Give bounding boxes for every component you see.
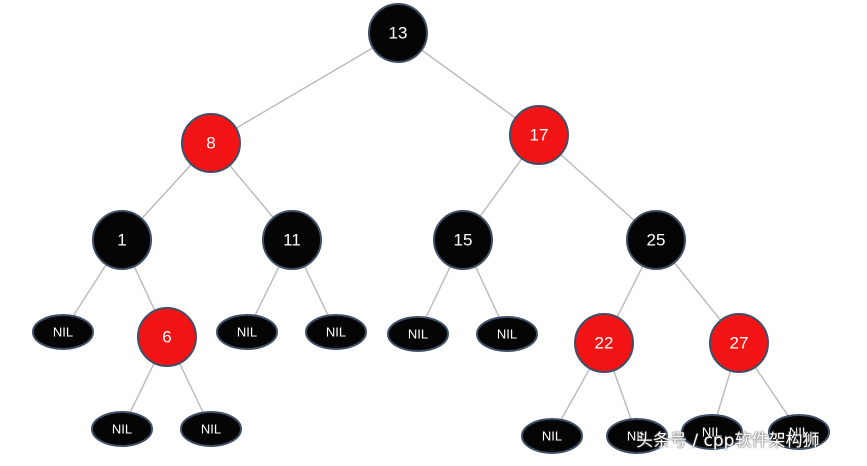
node-label: 27 bbox=[730, 334, 749, 353]
nil-ellipse bbox=[768, 414, 830, 450]
edges-layer bbox=[62, 32, 800, 437]
nil-leaf: NIL bbox=[216, 314, 278, 350]
nil-label: NIL bbox=[408, 327, 428, 342]
node-label: 17 bbox=[530, 126, 549, 145]
nil-leaf: NIL bbox=[681, 414, 743, 450]
tree-node-8: 8 bbox=[181, 113, 241, 173]
tree-node-11: 11 bbox=[262, 210, 322, 270]
nil-leaf: NIL bbox=[521, 418, 583, 454]
node-label: 11 bbox=[283, 231, 301, 250]
nil-leaf: NIL bbox=[387, 316, 449, 352]
watermark: 头条号 / cpp软件架构狮 bbox=[636, 431, 820, 451]
nil-ellipse bbox=[32, 314, 94, 350]
nil-leaf: NIL bbox=[768, 414, 830, 450]
tree-node-13: 13 bbox=[368, 3, 428, 63]
tree-node-22: 22 bbox=[574, 313, 634, 373]
black-node-circle bbox=[433, 210, 493, 270]
tree-node-15: 15 bbox=[433, 210, 493, 270]
black-node-circle bbox=[262, 210, 322, 270]
red-node-circle bbox=[181, 113, 241, 173]
nil-ellipse bbox=[216, 314, 278, 350]
red-node-circle bbox=[509, 105, 569, 165]
node-label: 25 bbox=[647, 231, 666, 250]
node-label: 1 bbox=[117, 231, 126, 250]
tree-node-17: 17 bbox=[509, 105, 569, 165]
nil-label: NIL bbox=[201, 422, 221, 437]
nil-leaf: NIL bbox=[606, 418, 668, 454]
nil-ellipse bbox=[305, 314, 367, 350]
nil-label: NIL bbox=[326, 325, 346, 340]
nil-ellipse bbox=[476, 316, 538, 352]
nil-label: NIL bbox=[627, 429, 647, 444]
tree-node-1: 1 bbox=[92, 210, 152, 270]
tree-node-25: 25 bbox=[626, 210, 686, 270]
edge-n13-n8 bbox=[210, 32, 399, 144]
nil-leaf: NIL bbox=[476, 316, 538, 352]
tree-node-6: 6 bbox=[137, 307, 197, 367]
black-node-circle bbox=[626, 210, 686, 270]
nil-leaf: NIL bbox=[305, 314, 367, 350]
nil-label: NIL bbox=[702, 425, 722, 440]
nil-label: NIL bbox=[53, 325, 73, 340]
red-node-circle bbox=[137, 307, 197, 367]
red-node-circle bbox=[709, 313, 769, 373]
nil-label: NIL bbox=[789, 425, 809, 440]
nil-leaf: NIL bbox=[180, 411, 242, 447]
black-node-circle bbox=[368, 3, 428, 63]
nil-label: NIL bbox=[497, 327, 517, 342]
node-label: 8 bbox=[206, 134, 215, 153]
tree-node-27: 27 bbox=[709, 313, 769, 373]
nil-ellipse bbox=[387, 316, 449, 352]
node-label: 6 bbox=[162, 328, 171, 347]
nil-leaf: NIL bbox=[32, 314, 94, 350]
nil-label: NIL bbox=[237, 325, 257, 340]
nil-ellipse bbox=[91, 411, 153, 447]
node-label: 15 bbox=[454, 231, 473, 250]
nil-ellipse bbox=[180, 411, 242, 447]
nil-ellipse bbox=[521, 418, 583, 454]
nil-leaf: NIL bbox=[91, 411, 153, 447]
nil-ellipse bbox=[606, 418, 668, 454]
nil-label: NIL bbox=[542, 429, 562, 444]
node-label: 13 bbox=[389, 24, 408, 43]
nil-label: NIL bbox=[112, 422, 132, 437]
red-node-circle bbox=[574, 313, 634, 373]
black-node-circle bbox=[92, 210, 152, 270]
node-label: 22 bbox=[595, 334, 614, 353]
nil-ellipse bbox=[681, 414, 743, 450]
